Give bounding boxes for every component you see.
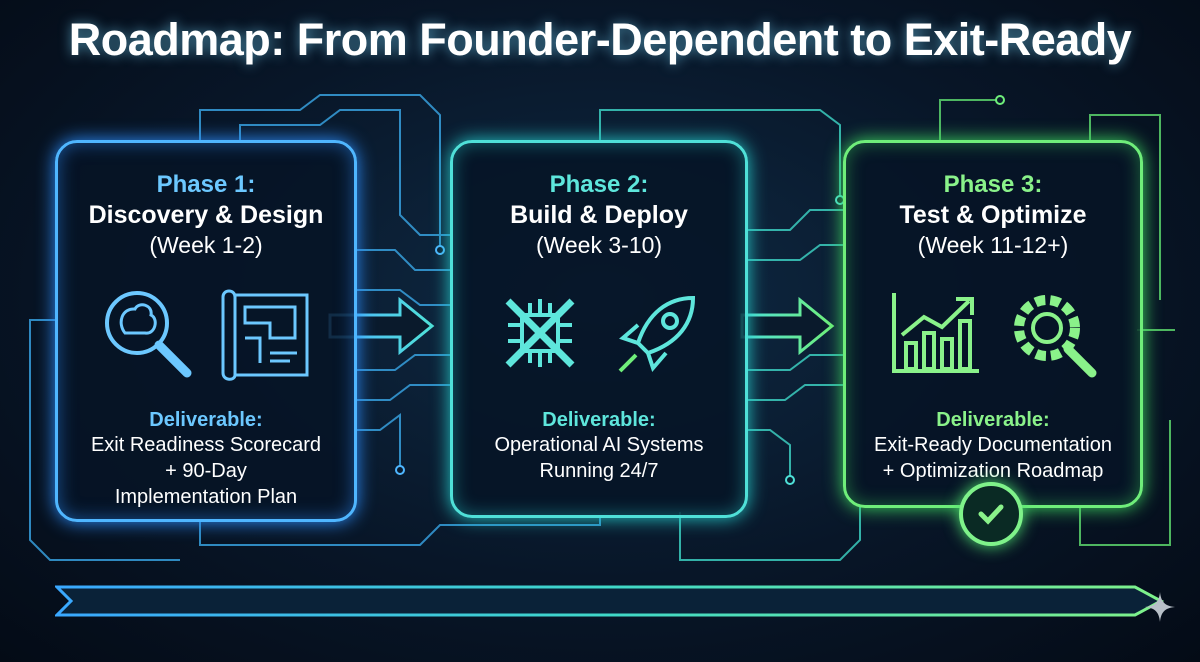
- deliverable-line: + Optimization Roadmap: [882, 460, 1104, 482]
- arrow-phase2-to-phase3: [740, 296, 835, 356]
- sparkle-icon: [1145, 592, 1175, 622]
- deliverable-line: + 90-Day: [165, 460, 247, 482]
- brain-magnifier-icon: [105, 291, 192, 378]
- deliverable-line: Exit Readiness Scorecard: [90, 434, 322, 456]
- deliverable-label: Deliverable:: [542, 409, 656, 431]
- growth-chart-icon: [892, 293, 979, 373]
- phase-1-card: Phase 1: Discovery & Design (Week 1-2) D…: [55, 140, 357, 522]
- wrench-chip-icon: [505, 298, 575, 368]
- phase-2-card: Phase 2: Build & Deploy (Week 3-10) Deli…: [450, 140, 748, 518]
- phase-weeks: (Week 3-10): [535, 232, 663, 258]
- timeline-progress-bar: [55, 585, 1165, 617]
- deliverable-line: Operational AI Systems: [494, 434, 704, 456]
- phase-weeks: (Week 1-2): [149, 232, 263, 258]
- phase-name: Discovery & Design: [88, 201, 324, 229]
- phase-label: Phase 3:: [943, 171, 1043, 198]
- deliverable-label: Deliverable:: [936, 409, 1050, 431]
- blueprint-icon: [221, 289, 309, 381]
- phase-label: Phase 1:: [156, 171, 256, 198]
- deliverable-line: Running 24/7: [539, 460, 659, 482]
- page-title: Roadmap: From Founder-Dependent to Exit-…: [68, 14, 1132, 65]
- phase-weeks: (Week 11-12+): [917, 232, 1069, 258]
- rocket-icon: [618, 295, 696, 373]
- phase-name: Test & Optimize: [899, 201, 1087, 229]
- checkmark-icon: [959, 482, 1023, 546]
- phase-3-card: Phase 3: Test & Optimize (Week 11-12+) D…: [843, 140, 1143, 508]
- phase-name: Build & Deploy: [510, 201, 688, 229]
- deliverable-label: Deliverable:: [149, 409, 263, 431]
- deliverable-line: Exit-Ready Documentation: [874, 434, 1112, 456]
- gear-magnifier-icon: [1014, 295, 1097, 378]
- deliverable-line: Implementation Plan: [114, 486, 298, 508]
- phase-label: Phase 2:: [549, 171, 649, 198]
